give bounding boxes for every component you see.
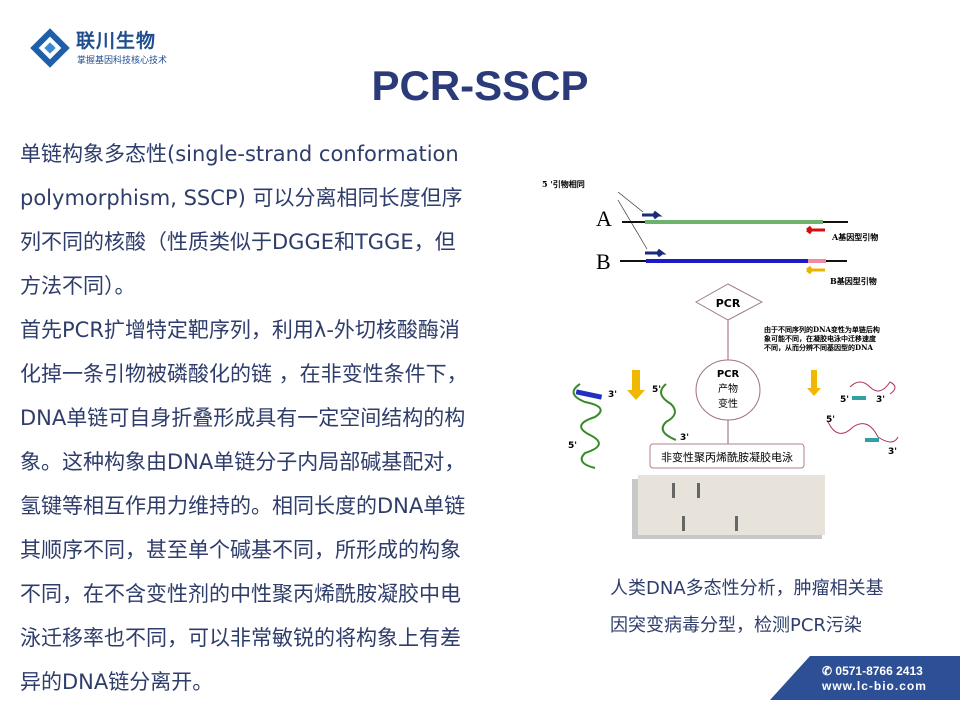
note-line: 由于不同序列的DNA变性为单链后构 (764, 325, 880, 334)
end-5-label: 5' (568, 441, 577, 451)
text-line: 泳迁移率也不同，可以非常敏锐的将构象上有差 (20, 626, 461, 650)
note-line: 不同，从而分辨不同基因型的DNA (764, 343, 873, 352)
arrow-down-icon (627, 370, 645, 400)
text-line: 象。这种构象由DNA单链分子内局部碱基配对， (20, 450, 466, 474)
pcr-step-label: PCR (716, 297, 741, 310)
contact-footer: ✆ 0571-8766 2413 www.lc-bio.com (770, 656, 960, 700)
arrow-down-icon (807, 370, 821, 396)
strand-a-label: A (596, 206, 612, 231)
gel-band (697, 483, 700, 498)
company-logo: 联川生物 掌握基因科技核心技术 (28, 22, 198, 72)
gel-label: 非变性聚丙烯酰胺凝胶电泳 (661, 450, 793, 464)
end-5-label: 5' (826, 415, 835, 425)
logo-name: 联川生物 (76, 30, 157, 52)
text-line: 方法不同）。 (20, 274, 136, 298)
logo-mark-icon (30, 28, 70, 68)
gel-band (735, 516, 738, 531)
paragraph-2: 首先PCR扩增特定靶序列，利用λ-外切核酸酶消 化掉一条引物被磷酸化的链 ，在非… (20, 310, 540, 706)
gel-band (682, 516, 685, 531)
ssdna-fold-a1 (572, 383, 602, 469)
caption-line: 因突变病毒分型，检测PCR污染 (610, 615, 862, 636)
strand-b-label: B (596, 249, 611, 274)
primer-b-label: B基因型引物 (830, 276, 877, 286)
text-line: 其顺序不同，甚至单个碱基不同，所形成的构象 (20, 538, 461, 562)
footer-website[interactable]: www.lc-bio.com (822, 679, 927, 693)
text-line: 单链构象多态性(single-strand conformation (20, 142, 459, 166)
footer-banner (770, 656, 960, 700)
figure-caption: 人类DNA多态性分析，肿瘤相关基 因突变病毒分型，检测PCR污染 (610, 570, 955, 644)
end-5-label: 5' (652, 385, 661, 395)
pcr-sscp-diagram: 5 '引物相同 A A基因型引物 B B基因型引物 PCR 由于不同序列的DNA… (542, 179, 899, 539)
text-line: DNA单链可自身折叠形成具有一定空间结构的构 (20, 406, 466, 430)
text-line: 列不同的核酸（性质类似于DGGE和TGGE，但 (20, 230, 456, 254)
end-3-label: 3' (876, 395, 885, 405)
gel-image (638, 475, 825, 535)
ssdna-fold-b1 (849, 381, 896, 395)
text-line: polymorphism, SSCP) 可以分离相同长度但序 (20, 186, 463, 210)
end-5-label: 5' (840, 395, 849, 405)
end-3-label: 3' (608, 390, 617, 400)
body-text: 单链构象多态性(single-strand conformation polym… (20, 134, 540, 706)
primer-same-label: 5 '引物相同 (542, 179, 585, 189)
gel-band (672, 483, 675, 498)
denature-line: 变性 (718, 397, 738, 410)
text-line: 化掉一条引物被磷酸化的链 ，在非变性条件下， (20, 362, 468, 386)
primer-a-label: A基因型引物 (831, 232, 878, 242)
note-line: 象可能不同，在凝胶电泳中迁移速度 (764, 334, 877, 343)
text-line: 不同，在不含变性剂的中性聚丙烯酰胺凝胶中电 (20, 582, 461, 606)
end-3-label: 3' (888, 447, 897, 457)
end-3-label: 3' (680, 433, 689, 443)
logo-tagline: 掌握基因科技核心技术 (77, 56, 168, 66)
caption-line: 人类DNA多态性分析，肿瘤相关基 (610, 578, 884, 599)
text-line: 首先PCR扩增特定靶序列，利用λ-外切核酸酶消 (20, 318, 460, 342)
page-title: PCR-SSCP (371, 62, 589, 109)
denature-line: 产物 (718, 382, 738, 395)
ssdna-fold-b2 (827, 421, 899, 443)
paragraph-1: 单链构象多态性(single-strand conformation polym… (20, 134, 540, 310)
text-line: 异的DNA链分离开。 (20, 670, 214, 694)
footer-phone: ✆ 0571-8766 2413 (822, 664, 923, 678)
ssdna-fold-a2 (660, 383, 677, 441)
text-line: 氢键等相互作用力维持的。相同长度的DNA单链 (20, 494, 466, 518)
denature-line: PCR (717, 369, 740, 380)
